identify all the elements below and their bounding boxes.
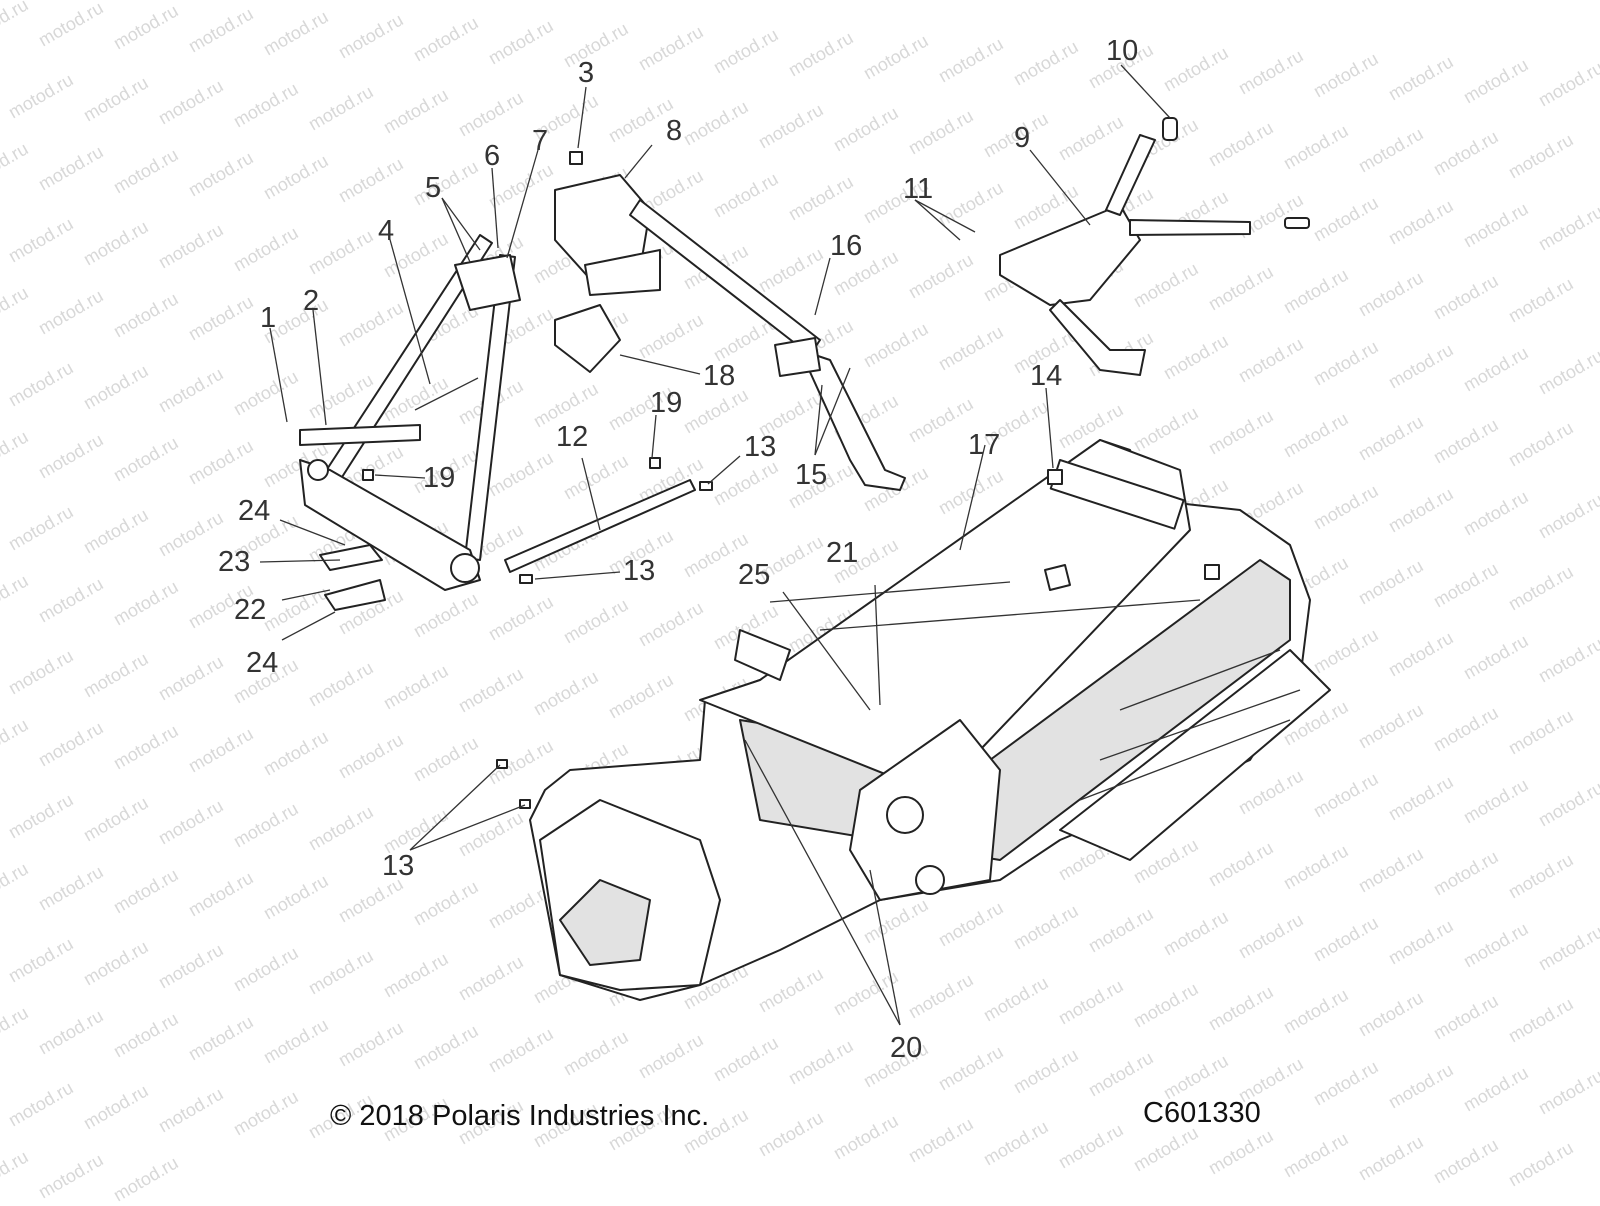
front-a-frame xyxy=(299,234,516,591)
callout-19b: 19 xyxy=(423,462,455,494)
callout-17: 17 xyxy=(968,429,1000,461)
callout-15: 15 xyxy=(795,459,827,491)
callout-13c: 13 xyxy=(382,850,414,882)
diagram-code: C601330 xyxy=(1143,1097,1261,1129)
chassis-frame xyxy=(529,439,1331,1001)
callout-4: 4 xyxy=(378,215,394,247)
callout-21: 21 xyxy=(826,537,858,569)
callout-1: 1 xyxy=(260,302,276,334)
small-hardware xyxy=(319,151,1220,809)
callout-9: 9 xyxy=(1014,122,1030,154)
callout-labels: 1 2 3 4 5 6 7 8 9 10 11 12 13 13 13 14 1… xyxy=(218,35,1138,1064)
callout-3: 3 xyxy=(578,57,594,89)
rear-upper-frame xyxy=(999,117,1310,376)
callout-24a: 24 xyxy=(238,495,270,527)
callout-25: 25 xyxy=(738,559,770,591)
callout-10: 10 xyxy=(1106,35,1138,67)
callout-5: 5 xyxy=(425,172,441,204)
callout-23: 23 xyxy=(218,546,250,578)
callout-20: 20 xyxy=(890,1032,922,1064)
callout-6: 6 xyxy=(484,140,500,172)
callout-18: 18 xyxy=(703,360,735,392)
copyright-notice: © 2018 Polaris Industries Inc. xyxy=(330,1100,710,1132)
callout-12: 12 xyxy=(556,421,588,453)
callout-14: 14 xyxy=(1030,360,1062,392)
callout-11: 11 xyxy=(903,173,933,205)
callout-2: 2 xyxy=(303,285,319,317)
callout-22: 22 xyxy=(234,594,266,626)
callout-7: 7 xyxy=(532,125,548,157)
callout-13a: 13 xyxy=(744,431,776,463)
callout-24b: 24 xyxy=(246,647,278,679)
tie-rod xyxy=(504,479,696,573)
callout-13b: 13 xyxy=(623,555,655,587)
leader-lines xyxy=(259,64,1171,1026)
callout-19a: 19 xyxy=(650,387,682,419)
callout-16: 16 xyxy=(830,230,862,262)
steering-support xyxy=(554,174,906,491)
callout-8: 8 xyxy=(666,115,682,147)
